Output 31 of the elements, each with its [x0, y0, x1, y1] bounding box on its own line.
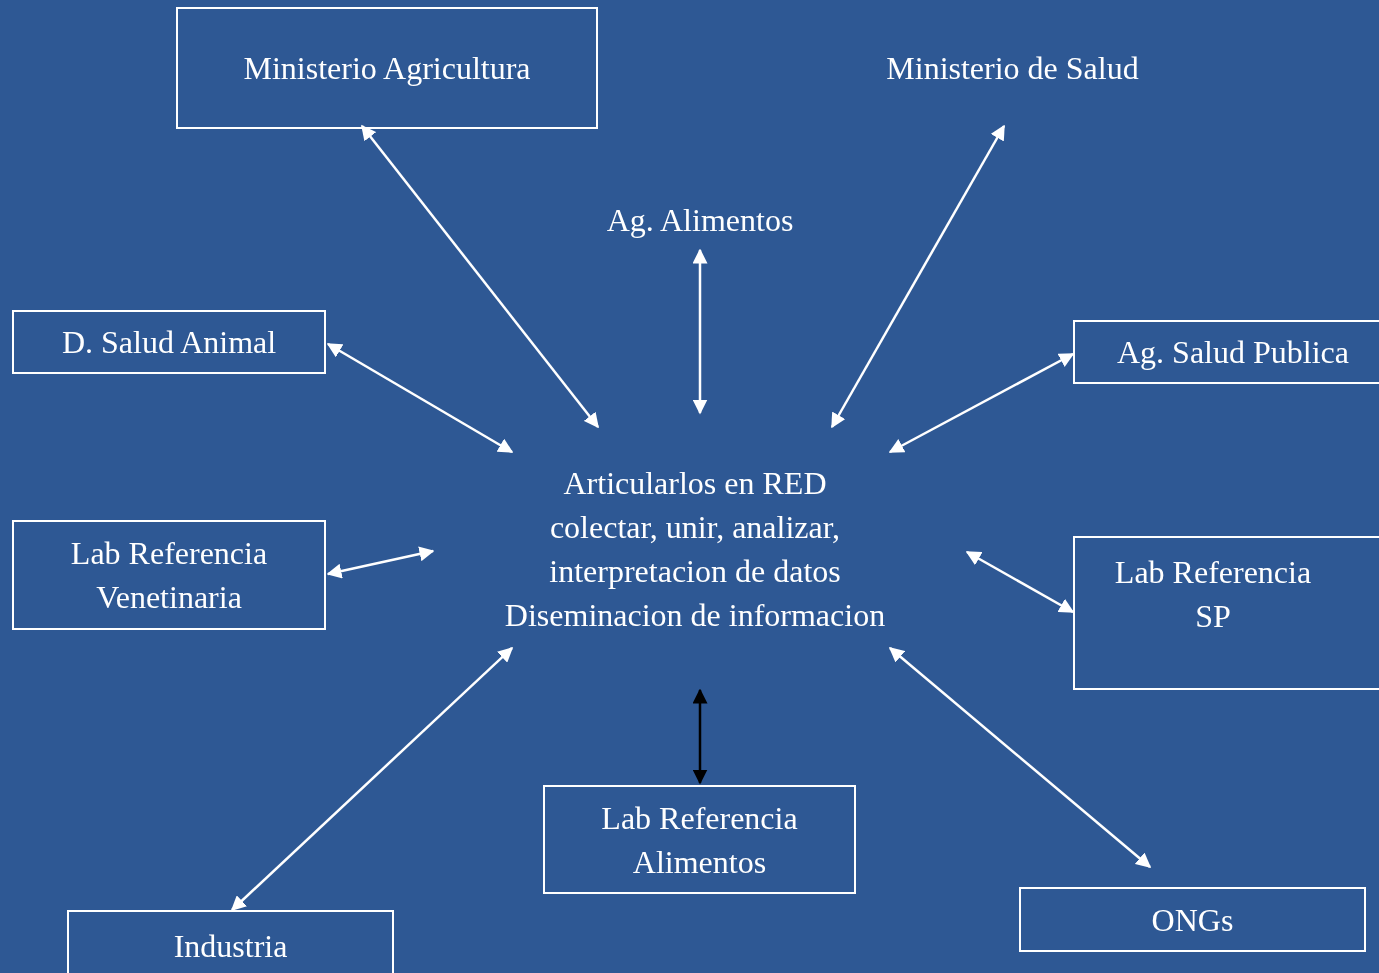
node-label: ONGs: [1151, 900, 1234, 940]
node-label: Diseminacion de informacion: [504, 596, 886, 635]
double-arrow: [965, 550, 1075, 614]
box: [1073, 536, 1379, 690]
box: [1019, 887, 1366, 952]
box: [543, 785, 856, 894]
double-arrow: [888, 352, 1075, 454]
double-arrow: [692, 688, 708, 785]
node-label: colectar, unir, analizar, interpretacion de datos: [548, 508, 842, 591]
double-arrow: [230, 647, 514, 911]
box: [1073, 320, 1379, 384]
node-label: Ag. Salud Publica: [1117, 333, 1349, 372]
box: [12, 310, 326, 374]
node-label: Ag. Alimentos: [606, 201, 794, 240]
double-arrow: [888, 647, 1152, 868]
double-arrow: [830, 124, 1006, 429]
node-label: D. Salud Animal: [61, 323, 277, 362]
node-label: Lab Referencia Alimentos: [600, 798, 799, 882]
box: [67, 910, 394, 973]
box: [12, 520, 326, 630]
double-arrow: [692, 248, 708, 415]
node-label: Industria: [173, 927, 288, 966]
node-label: Lab Referencia Venetinaria: [69, 534, 269, 617]
double-arrow: [326, 546, 435, 579]
node-label: Articularlos en RED: [563, 464, 827, 503]
node-label: Ministerio Agricultura: [243, 49, 531, 88]
double-arrow: [361, 124, 599, 429]
double-arrow: [326, 342, 514, 454]
box: [176, 7, 598, 129]
node-label: Ministerio de Salud: [886, 49, 1139, 88]
node-label: Lab Referencia SP: [1113, 553, 1313, 636]
